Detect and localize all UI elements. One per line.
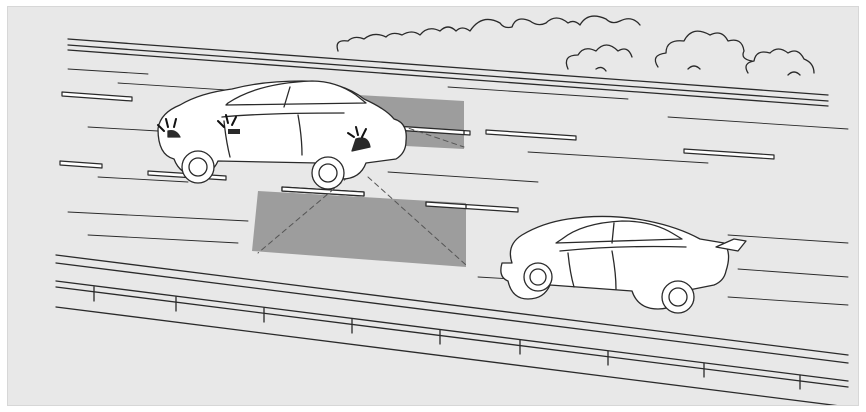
treeline (337, 16, 814, 75)
highway-scene (8, 7, 859, 406)
approaching-vehicle (501, 216, 746, 313)
far-roadside (68, 39, 828, 106)
near-guardrail (56, 255, 848, 406)
blind-spot-illustration (7, 6, 859, 406)
